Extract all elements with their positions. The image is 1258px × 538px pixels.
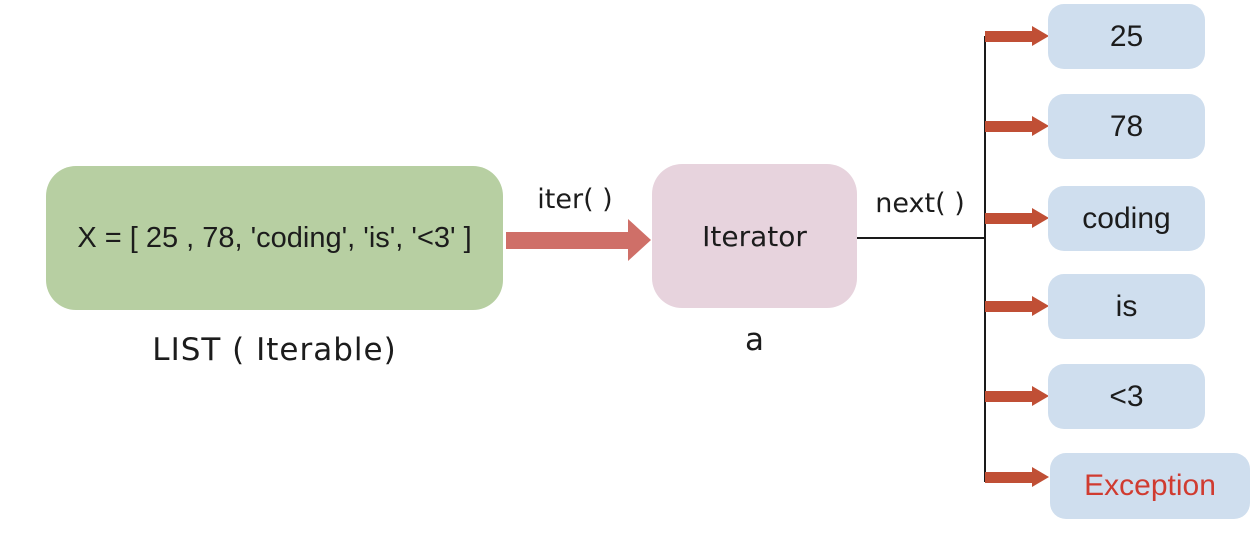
iterable-content: X = [ 25 , 78, 'coding', 'is', '<3' ] [77, 221, 472, 254]
next-arrow-head [1032, 208, 1049, 228]
output-value: Exception [1084, 469, 1216, 502]
next-arrow-head [1032, 116, 1049, 136]
output-box: 25 [1048, 4, 1205, 69]
next-arrow-shaft [985, 121, 1033, 132]
next-arrow-shaft [985, 31, 1033, 42]
iter-arrow-head [628, 219, 651, 261]
iter-arrow-shaft [506, 232, 628, 249]
output-box: is [1048, 274, 1205, 339]
output-box: 78 [1048, 94, 1205, 159]
next-arrow-head [1032, 26, 1049, 46]
next-arrow-head [1032, 467, 1049, 487]
output-value: 25 [1109, 19, 1144, 53]
branch-line [984, 36, 986, 482]
output-value: coding [1082, 201, 1171, 235]
iterator-label: Iterator [702, 219, 807, 253]
next-arrow-shaft [985, 213, 1033, 224]
output-box-exception: Exception [1050, 453, 1250, 519]
next-call-label: next( ) [875, 188, 965, 219]
iterator-box: Iterator [652, 164, 857, 308]
next-arrow-head [1032, 296, 1049, 316]
next-arrow-shaft [985, 391, 1033, 402]
iter-call-label: iter( ) [537, 184, 613, 215]
output-value: <3 [1109, 379, 1144, 413]
iterable-caption: LIST ( Iterable) [152, 332, 397, 368]
iterator-caption: a [745, 322, 764, 358]
output-box: <3 [1048, 364, 1205, 429]
output-value: 78 [1109, 109, 1144, 143]
iterable-box: X = [ 25 , 78, 'coding', 'is', '<3' ] [46, 166, 503, 310]
iterator-connector-line [857, 237, 984, 239]
output-value: is [1115, 289, 1138, 323]
next-arrow-shaft [985, 301, 1033, 312]
next-arrow-shaft [985, 472, 1033, 483]
next-arrow-head [1032, 386, 1049, 406]
output-box: coding [1048, 186, 1205, 251]
